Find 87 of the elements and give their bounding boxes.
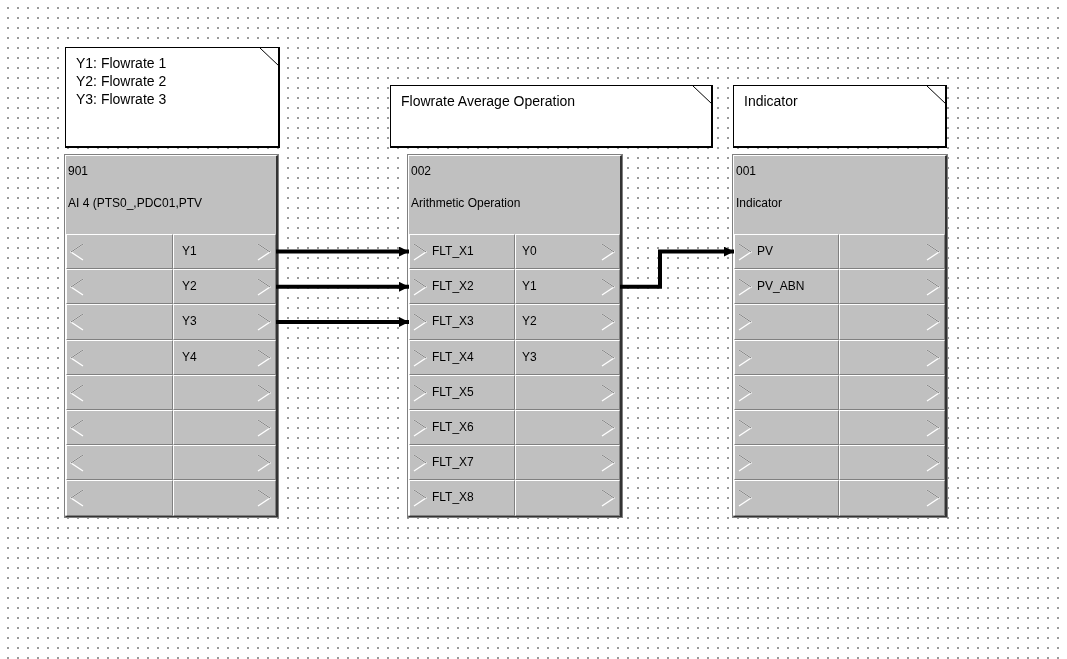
note-text: Y3: Flowrate 3 (76, 90, 168, 108)
pin-label: Y3 (522, 349, 537, 364)
pin-cell (839, 234, 945, 270)
pin-cell (66, 410, 173, 446)
pin-cell (173, 304, 276, 340)
block-type: AI 4 (PTS0_,PDC01,PTV (68, 196, 203, 210)
pin-cell (409, 234, 515, 270)
note-box (65, 47, 280, 148)
pin-cell (66, 374, 173, 410)
pin-label: Y2 (182, 279, 197, 294)
note-text: Y1: Flowrate 1 (76, 54, 168, 72)
pin-cell (734, 304, 839, 340)
pin-cell (839, 480, 945, 516)
pin-cell (173, 234, 276, 270)
pin-label: FLT_X6 (432, 420, 474, 434)
block-type: Indicator (736, 196, 783, 210)
function-block (65, 155, 278, 517)
function-block (733, 155, 947, 517)
pin-cell (409, 339, 515, 375)
function-block (408, 155, 622, 517)
pin-cell (66, 339, 173, 375)
block-number: 901 (68, 164, 89, 178)
note-box (733, 85, 947, 148)
pin-label: FLT_X3 (432, 314, 474, 329)
pin-cell (409, 304, 515, 340)
connector-line (276, 281, 409, 292)
pin-cell (173, 480, 276, 516)
pin-label: FLT_X7 (432, 455, 474, 470)
connector-line (276, 317, 409, 327)
pin-cell (734, 269, 839, 305)
pin-cell (839, 304, 945, 340)
pin-cell (66, 304, 173, 340)
pin-cell (409, 269, 515, 305)
pin-label: Y0 (522, 244, 537, 258)
pin-cell (839, 410, 945, 446)
pin-label: FLT_X8 (432, 490, 474, 505)
note-box (390, 85, 713, 148)
pin-cell (173, 269, 276, 305)
pin-cell (409, 445, 515, 481)
pin-cell (173, 410, 276, 446)
pin-cell (173, 374, 276, 410)
pin-cell (66, 480, 173, 516)
connector-line (276, 246, 409, 257)
pin-cell (734, 480, 839, 516)
pin-cell (839, 269, 945, 305)
pin-cell (409, 374, 515, 410)
pin-cell (515, 480, 620, 516)
pin-label: Y4 (182, 349, 197, 364)
pin-cell (409, 410, 515, 446)
pin-label: FLT_X5 (432, 384, 474, 399)
pin-cell (515, 339, 620, 375)
pin-cell (734, 374, 839, 410)
block-number: 002 (411, 164, 432, 178)
note-text: Indicator (744, 92, 799, 110)
pin-label: Y1 (522, 279, 537, 294)
pin-cell (515, 269, 620, 305)
pin-cell (515, 234, 620, 270)
pin-cell (66, 445, 173, 481)
pin-label: PV_ABN (757, 279, 805, 294)
pin-cell (515, 410, 620, 446)
note-text: Flowrate Average Operation (401, 92, 577, 110)
pin-cell (515, 304, 620, 340)
connector-line (620, 246, 734, 289)
pin-cell (839, 339, 945, 375)
pin-cell (734, 410, 839, 446)
pin-cell (515, 374, 620, 410)
pin-label: FLT_X2 (432, 279, 474, 294)
pin-cell (839, 374, 945, 410)
note-text: Y2: Flowrate 2 (76, 72, 168, 90)
block-type: Arithmetic Operation (411, 196, 521, 210)
pin-label: Y1 (182, 244, 197, 258)
pin-label: FLT_X1 (432, 244, 474, 258)
pin-label: PV (757, 244, 773, 258)
pin-label: Y3 (182, 314, 197, 329)
pin-cell (839, 445, 945, 481)
pin-label: FLT_X4 (432, 349, 474, 364)
block-number: 001 (736, 164, 757, 178)
pin-cell (173, 445, 276, 481)
pin-cell (66, 234, 173, 270)
pin-cell (173, 339, 276, 375)
pin-cell (734, 234, 839, 270)
pin-label: Y2 (522, 314, 537, 329)
pin-cell (734, 445, 839, 481)
pin-cell (409, 480, 515, 516)
pin-cell (515, 445, 620, 481)
pin-cell (734, 339, 839, 375)
pin-cell (66, 269, 173, 305)
